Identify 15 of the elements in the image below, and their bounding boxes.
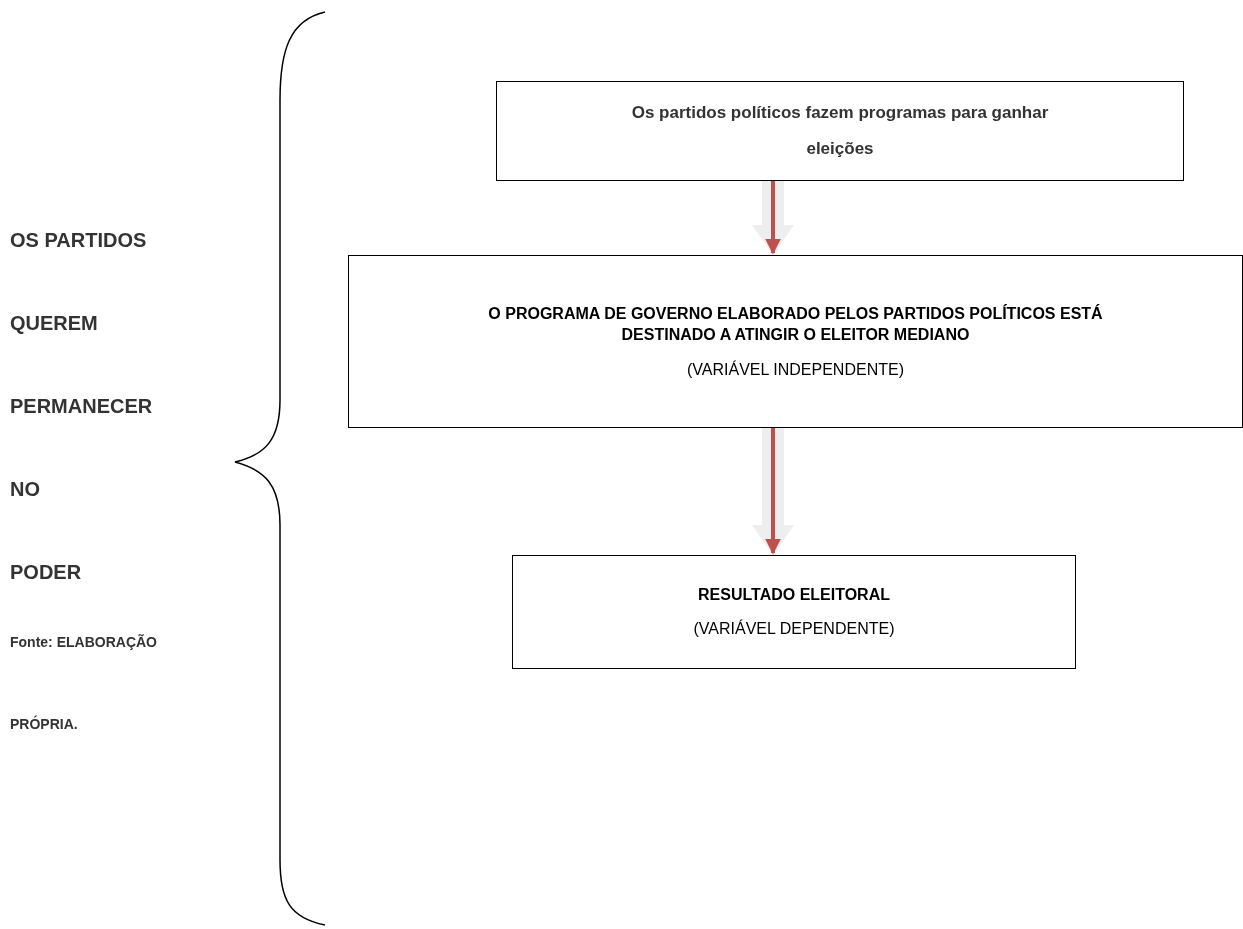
box-subtitle: (VARIÁVEL INDEPENDENTE) bbox=[687, 359, 904, 380]
box-subtitle: (VARIÁVEL DEPENDENTE) bbox=[693, 619, 895, 640]
box-heading: O PROGRAMA DE GOVERNO ELABORADO PELOS PARTIDOS POLÍTICOS ESTÁ DESTINADO A ATINGIR O ELEITOR MEDIANO bbox=[487, 303, 1104, 346]
side-label: NO bbox=[10, 478, 40, 501]
caption: Fonte: ELABORAÇÃO PRÓPRIA. bbox=[10, 633, 158, 734]
side-label: PERMANECER bbox=[10, 395, 153, 418]
process-box bbox=[348, 255, 1243, 428]
process-box bbox=[496, 81, 1184, 181]
box-heading: RESULTADO ELEITORAL bbox=[698, 584, 890, 605]
side-label: PODER bbox=[10, 561, 82, 584]
box-heading: Os partidos políticos fazem programas para ganhar eleições bbox=[630, 102, 1050, 160]
process-box bbox=[512, 555, 1076, 669]
block-arrow bbox=[752, 428, 794, 555]
side-label: QUEREM bbox=[10, 312, 98, 335]
side-label: OS PARTIDOS bbox=[10, 229, 147, 252]
